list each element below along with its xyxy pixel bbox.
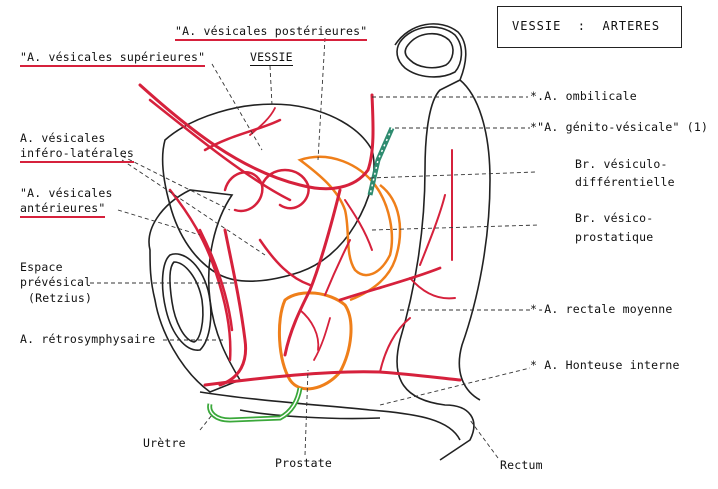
label-br-vesiculo-1: Br. vésiculo- bbox=[575, 157, 668, 172]
label-espace-3: (Retzius) bbox=[28, 291, 92, 306]
seminal-vesicle bbox=[300, 157, 392, 275]
leader-posterieures bbox=[318, 38, 325, 160]
label-br-vesiculo-2: différentielle bbox=[575, 175, 675, 190]
middle-rectal bbox=[340, 268, 440, 300]
superior-vesical-3 bbox=[205, 120, 280, 150]
label-vesicales-superieures: "A. vésicales supérieures" bbox=[20, 50, 205, 67]
leader-vessie bbox=[270, 66, 272, 105]
label-anterieures-2: antérieures" bbox=[20, 201, 105, 218]
superior-vesical-1 bbox=[225, 172, 262, 211]
pubic-bone-cut-inner bbox=[170, 262, 203, 342]
pudendal-branch bbox=[380, 318, 410, 372]
label-br-vesico-2: prostatique bbox=[575, 230, 653, 245]
label-br-vesico-1: Br. vésico- bbox=[575, 211, 653, 226]
prostatic-branch-1 bbox=[300, 310, 318, 350]
retro-symphysis bbox=[220, 230, 246, 385]
leader-uretre bbox=[200, 415, 212, 430]
leader-vesico bbox=[372, 225, 538, 230]
label-honteuse-interne: * A. Honteuse interne bbox=[530, 358, 680, 373]
middle-rectal-2 bbox=[410, 278, 455, 298]
organ-outlines bbox=[149, 24, 490, 460]
rectum-lumen-inner bbox=[405, 34, 453, 68]
title-box: VESSIE : ARTERES bbox=[497, 6, 682, 48]
umbilical-artery bbox=[140, 85, 373, 189]
label-infero-laterales-1: A. vésicales bbox=[20, 131, 105, 146]
label-vessie: VESSIE bbox=[250, 50, 293, 66]
label-espace-2: prévésical bbox=[20, 275, 91, 290]
label-genito-vesicale: *"A. génito-vésicale" (1) bbox=[530, 120, 708, 135]
label-rectum: Rectum bbox=[500, 458, 543, 473]
leader-infero-1 bbox=[122, 156, 230, 210]
label-uretre: Urètre bbox=[143, 436, 186, 451]
prostatic-branch-2 bbox=[314, 318, 330, 360]
diagram-title: VESSIE : ARTERES bbox=[512, 19, 660, 33]
infero-lateral bbox=[260, 240, 310, 285]
superior-vesical-4 bbox=[250, 108, 275, 135]
rectum-outline bbox=[395, 24, 474, 460]
label-rectale-moyenne: *-A. rectale moyenne bbox=[530, 302, 672, 317]
label-espace-1: Espace bbox=[20, 260, 63, 275]
inferior-vesical-trunk bbox=[285, 190, 340, 355]
label-infero-laterales-2: inféro-latérales bbox=[20, 146, 134, 163]
label-ombilicale: *.A. ombilicale bbox=[530, 89, 637, 104]
label-vesicales-posterieures: "A. vésicales postérieures" bbox=[175, 24, 367, 41]
urethra bbox=[210, 388, 300, 420]
leader-prostate bbox=[305, 370, 308, 455]
leader-superieures bbox=[212, 64, 262, 150]
label-anterieures-1: "A. vésicales bbox=[20, 186, 113, 201]
leader-infero-2 bbox=[122, 160, 265, 255]
label-prostate: Prostate bbox=[275, 456, 332, 471]
label-retrosymphysaire: A. rétrosymphysaire bbox=[20, 332, 155, 347]
